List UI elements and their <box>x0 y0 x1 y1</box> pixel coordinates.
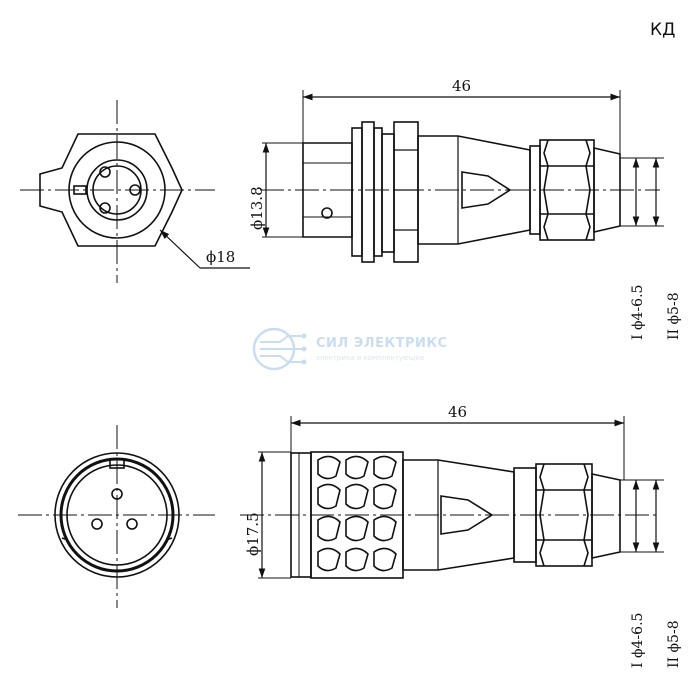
watermark-title: СИЛ ЭЛЕКТРИКС <box>316 336 448 351</box>
drawing-code-label: КД <box>650 20 676 40</box>
bottom-cable-range-2: II ϕ5-8 <box>666 620 682 668</box>
bottom-length-dim: 46 <box>448 403 467 421</box>
top-length-dim: 46 <box>452 77 471 95</box>
top-front-view <box>20 100 250 283</box>
circuit-logo-icon <box>252 327 307 371</box>
top-side-view <box>260 90 664 263</box>
bottom-body-diameter: ϕ17.5 <box>244 512 262 556</box>
top-face-diameter: ϕ18 <box>206 248 235 266</box>
bottom-side-view <box>240 416 664 579</box>
top-cable-range-2: II ϕ5-8 <box>666 292 682 340</box>
watermark-subtitle: электрика и комплектующие <box>316 354 425 362</box>
bottom-cable-range-1: I ϕ4-6.5 <box>630 613 646 668</box>
bottom-front-view <box>18 425 215 608</box>
top-body-diameter: ϕ13.8 <box>248 186 266 230</box>
watermark: СИЛ ЭЛЕКТРИКС электрика и комплектующие <box>250 326 490 372</box>
top-cable-range-1: I ϕ4-6.5 <box>630 285 646 340</box>
